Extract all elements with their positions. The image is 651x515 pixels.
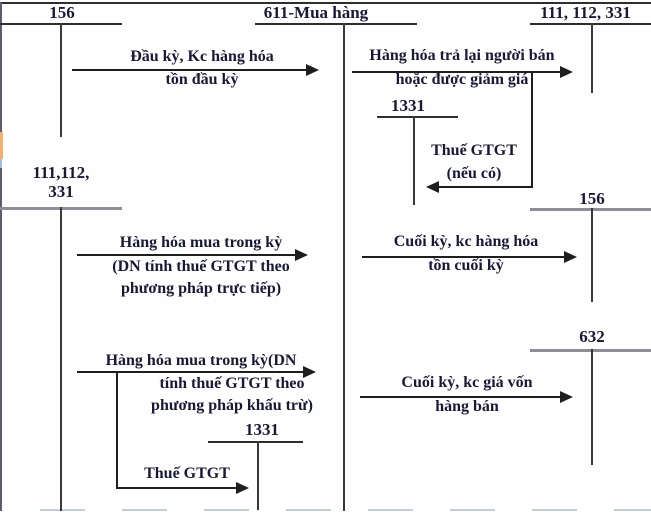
flow-returns-line1: Hàng hóa trả lại người bán (369, 47, 555, 64)
account-label-111-112-line1: 111,112, (32, 163, 90, 182)
t-line-111-top-horizontal (530, 23, 651, 25)
arrow-vat-returns-vertical (531, 72, 533, 188)
flow-purchase-deduction-line2: tính thuế GTGT theo (159, 375, 305, 392)
flow-purchase-direct-line2: (DN tính thuế GTGT theo (112, 258, 290, 275)
arrowhead-vat-returns (426, 181, 439, 193)
flow-returns-line2: hoặc được giảm giá (395, 71, 529, 88)
flow-cogs-line2: hàng bán (435, 398, 499, 415)
t-line-1331-top-horizontal (377, 116, 458, 118)
t-line-1331-bottom-horizontal (208, 441, 303, 443)
t-line-1331-top-vertical (413, 116, 415, 205)
arrow-returns (352, 71, 562, 73)
arrow-purchase-direct (77, 254, 296, 256)
arrow-vat-returns-horizontal (438, 186, 533, 188)
flow-label-purchase-direct: Hàng hóa mua trong kỳ (DN tính thuế GTGT… (91, 232, 311, 300)
flow-label-cogs-transfer: Cuối kỳ, kc giá vốn hàng bán (357, 372, 577, 418)
arrowhead-cogs-transfer (560, 391, 573, 403)
flow-purchase-direct-line1: Hàng hóa mua trong kỳ (119, 234, 283, 251)
arrow-purchase-deduction (77, 371, 304, 373)
flow-closing-line1: Cuối kỳ, kc hàng hóa (393, 233, 539, 250)
flow-vat-returns-line2: (nếu có) (446, 165, 502, 182)
account-label-632: 632 (579, 327, 605, 346)
t-line-111-top-vertical (591, 23, 593, 93)
account-label-111-112-331-left: 111,112, 331 (11, 163, 111, 201)
arrow-cogs-transfer (360, 396, 562, 398)
arrowhead-purchase-deduction (303, 366, 316, 378)
arrowhead-vat-input (236, 482, 249, 494)
arrow-opening-transfer (72, 69, 308, 71)
t-line-632-vertical (591, 349, 593, 465)
left-edge-blue-mark (0, 159, 2, 168)
arrowhead-purchase-direct (295, 249, 308, 261)
arrow-vat-input-vertical (116, 372, 118, 489)
t-line-156-opening-vertical (60, 23, 62, 137)
account-label-331-line2: 331 (48, 182, 74, 201)
account-label-1331-bottom: 1331 (245, 420, 279, 439)
flow-label-vat-on-returns: Thuế GTGT (nếu có) (414, 140, 534, 185)
account-label-156-closing: 156 (579, 189, 605, 208)
flow-vat-input-line1: Thuế GTGT (144, 465, 230, 482)
t-line-156-closing-vertical (591, 208, 593, 302)
t-line-632-horizontal (530, 349, 651, 352)
flow-cogs-line1: Cuối kỳ, kc giá vốn (401, 374, 533, 391)
flow-label-purchase-deduction: Hàng hóa mua trong kỳ(DN (86, 350, 316, 372)
flow-opening-line2: tồn đầu kỳ (165, 71, 239, 88)
flow-opening-line1: Đầu kỳ, Kc hàng hóa (130, 48, 274, 65)
t-line-1331-bottom-vertical (257, 441, 259, 510)
left-edge-orange-mark (0, 132, 3, 159)
arrowhead-closing-transfer (564, 251, 577, 263)
arrowhead-opening-transfer (306, 64, 319, 76)
flow-label-opening-transfer: Đầu kỳ, Kc hàng hóa tồn đầu kỳ (92, 46, 312, 91)
flow-purchase-deduction-line1: Hàng hóa mua trong kỳ(DN (105, 352, 297, 369)
account-label-611-mua-hang: 611-Mua hàng (263, 3, 369, 22)
flow-label-vat-input: Thuế GTGT (127, 463, 247, 485)
t-line-111-left-vertical (60, 207, 62, 511)
flow-purchase-deduction-line3: phương pháp khấu trừ) (151, 397, 313, 414)
t-line-611-horizontal (255, 23, 417, 25)
arrow-closing-transfer (362, 256, 566, 258)
account-label-1331-top: 1331 (391, 96, 425, 115)
t-line-156-closing-horizontal (530, 208, 651, 211)
flow-label-purchase-deduction-cont: tính thuế GTGT theo phương pháp khấu trừ… (117, 373, 347, 417)
arrow-vat-input-horizontal (116, 487, 237, 489)
account-label-111-112-331-top: 111, 112, 331 (540, 3, 631, 22)
flow-label-closing-transfer: Cuối kỳ, kc hàng hóa tồn cuối kỳ (356, 231, 576, 277)
account-label-156-opening: 156 (49, 3, 75, 22)
flow-purchase-direct-line3: phương pháp trực tiếp) (120, 280, 282, 297)
t-line-611-vertical (343, 23, 345, 511)
flow-label-returns: Hàng hóa trả lại người bán hoặc được giả… (352, 45, 572, 91)
left-border-line (0, 2, 2, 511)
flow-closing-line2: tồn cuối kỳ (428, 257, 504, 274)
bottom-scan-artifact (40, 509, 651, 511)
flow-vat-returns-line1: Thuế GTGT (431, 142, 517, 159)
top-border-line (0, 2, 651, 4)
arrowhead-returns (560, 66, 573, 78)
